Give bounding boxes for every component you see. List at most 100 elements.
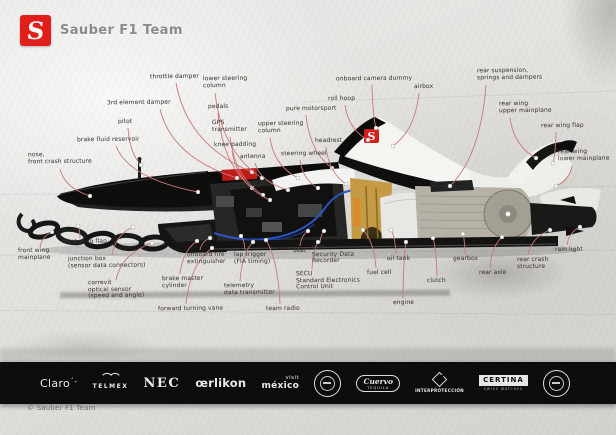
callout-dot-team-radio — [263, 237, 269, 243]
part-label-rear-wing-lower-mainplane: rear wing lower mainplane — [557, 147, 610, 162]
part-label-telemetry-data-transmitter: telemetry data transmitter — [223, 281, 275, 296]
callout-dot-pedals — [249, 185, 255, 191]
leader-line-rear-axle — [489, 236, 503, 269]
part-label-rear-wing-flap: rear wing flap — [540, 121, 584, 130]
wall-smudge — [0, 348, 616, 360]
leader-line-upper-steering-column — [269, 137, 299, 179]
part-label-clutch: clutch — [426, 276, 446, 285]
part-label-onboard-camera-dummy: onboard camera dummy — [335, 74, 413, 83]
leader-line-front-wing-flap — [77, 225, 81, 239]
chelsea-fc-crest-icon — [314, 369, 342, 397]
part-label-3rd-element-damper: 3rd element damper — [106, 98, 171, 107]
wall-seam — [0, 309, 616, 316]
copyright-text: © Sauber F1 Team — [27, 404, 96, 412]
part-label-nose-front-crash-structure: nose, front crash structure — [27, 151, 92, 165]
telmex-bridge-icon: ⌒⌒ — [102, 374, 120, 384]
part-label-airbox: airbox — [413, 82, 434, 91]
telmex-logo: ⌒⌒ TELMEX — [92, 374, 129, 391]
part-label-pedals: pedals — [207, 102, 229, 111]
leader-line-seat — [299, 230, 309, 247]
part-label-rear-suspension-springs-dampers: rear suspension, springs and dampers — [476, 66, 543, 81]
callout-dot-rear-crash-structure — [547, 227, 553, 233]
leader-line-airbox — [392, 92, 420, 147]
leader-line-rear-wing-upper-mainplane — [509, 117, 537, 159]
part-label-front-wing-mainplane: front wing mainplane — [17, 246, 51, 261]
callout-dot-rear-wing-upper-mainplane — [533, 155, 539, 161]
callout-dot-onboard-fire-extinguisher — [207, 235, 213, 241]
part-label-team-radio: team radio — [265, 304, 300, 313]
callout-dot-oil-tank — [388, 227, 394, 233]
leader-line-rear-wing-flap — [552, 131, 557, 164]
callout-dot-sdr-security-data-recorder — [321, 228, 327, 234]
part-label-brake-master-cylinder: brake master cylinder — [161, 274, 204, 289]
part-label-sdr-security-data-recorder: SDR Security Data Recorder — [311, 244, 355, 265]
callout-dot-junction-box — [130, 224, 136, 230]
part-label-front-wing-flap: front wing flap — [61, 237, 108, 246]
leader-line-headrest — [325, 146, 347, 185]
leader-line-rear-wing-lower-mainplane — [555, 165, 573, 187]
oerlikon-logo: œrlikon — [195, 376, 247, 390]
part-label-rear-wing-upper-mainplane: rear wing upper mainplane — [498, 99, 552, 114]
cuervo-logo: Cuervo TEQUILA — [356, 374, 400, 392]
callout-dot-throttle-damper — [249, 169, 255, 175]
wall-smudge — [560, 0, 616, 90]
callout-dot-roll-hoop — [365, 137, 371, 143]
callout-dot-forward-turning-vane — [209, 245, 215, 251]
callout-dot-airbox — [390, 143, 396, 149]
callout-dot-front-wing-mainplane — [49, 229, 55, 235]
callout-dot-seat — [305, 228, 311, 234]
certina-logo: CERTINA SWISS WATCHES — [479, 374, 528, 391]
part-label-pure-motorsport: pure motorsport — [285, 104, 337, 113]
interproteccion-logo: INTERPROTECCIÓN — [415, 371, 464, 393]
callout-dot-fuel-cell — [360, 227, 366, 233]
header: S Sauber F1 Team — [20, 15, 183, 46]
leader-line-nose-front-crash-structure — [59, 168, 91, 197]
interproteccion-diamond-icon — [431, 371, 448, 387]
part-label-rain-light: rain light — [554, 245, 583, 254]
part-label-forward-turning-vane: forward turning vane — [157, 304, 224, 313]
callout-dot-front-wing-flap — [75, 223, 81, 229]
sauber-logo-icon: S — [20, 15, 51, 46]
crest-badge-icon — [542, 369, 570, 397]
callout-dot-gps-transmitter — [260, 192, 266, 198]
leader-line-pitot — [127, 127, 142, 166]
leader-line-clutch — [432, 237, 438, 277]
callout-dot-knee-padding — [267, 197, 273, 203]
leader-line-onboard-camera-dummy — [371, 84, 377, 129]
callout-dot-engine — [403, 239, 409, 245]
part-label-throttle-damper: throttle damper — [149, 72, 199, 81]
callout-dot-rear-wing-flap — [550, 160, 556, 166]
sponsor-bar: Claro´- ⌒⌒ TELMEX NEC œrlikon visit méxi… — [0, 362, 616, 404]
callout-dot-onboard-camera-dummy — [373, 125, 379, 131]
leader-line-brake-fluid-reservoir — [115, 145, 199, 193]
leader-line-roll-hoop — [344, 104, 369, 141]
part-label-steering-wheel: steering wheel — [280, 149, 327, 158]
part-label-roll-hoop: roll hoop — [327, 94, 356, 103]
callout-dot-lap-trigger — [238, 233, 244, 239]
callout-dot-clutch — [430, 235, 436, 241]
part-label-lap-trigger: lap trigger (FIA timing) — [233, 250, 271, 265]
callout-dot-nose-front-crash-structure — [87, 193, 93, 199]
leader-line-rain-light — [566, 226, 581, 246]
claro-logo: Claro´- — [40, 376, 78, 390]
callout-dot-upper-steering-column — [295, 175, 301, 181]
wall-smudge — [10, 330, 160, 360]
callout-dot-headrest — [343, 181, 349, 187]
part-label-engine: engine — [392, 298, 415, 307]
part-label-upper-steering-column: upper steering column — [257, 119, 304, 134]
leader-line-rear-suspension-springs-dampers — [449, 84, 487, 187]
part-label-pitot: pitot — [117, 117, 133, 126]
part-label-gearbox: gearbox — [452, 254, 479, 263]
part-label-headrest: headrest — [314, 136, 343, 145]
part-label-rear-axle: rear axle — [478, 268, 507, 277]
callout-dot-correvit-optical-sensor — [149, 240, 155, 246]
callout-dot-rear-axle — [499, 234, 505, 240]
part-label-correvit-optical-sensor: correvit optical sensor (speed and angle… — [87, 279, 145, 300]
callout-dot-pure-motorsport — [329, 165, 335, 171]
part-label-seat: seat — [292, 246, 307, 255]
callout-dot-3rd-element-damper — [234, 175, 240, 181]
callout-dot-brake-master-cylinder — [194, 238, 200, 244]
part-label-knee-padding: knee padding — [213, 140, 257, 149]
visit-mexico-logo: visit méxico — [261, 375, 300, 391]
wall-seam — [0, 185, 616, 196]
